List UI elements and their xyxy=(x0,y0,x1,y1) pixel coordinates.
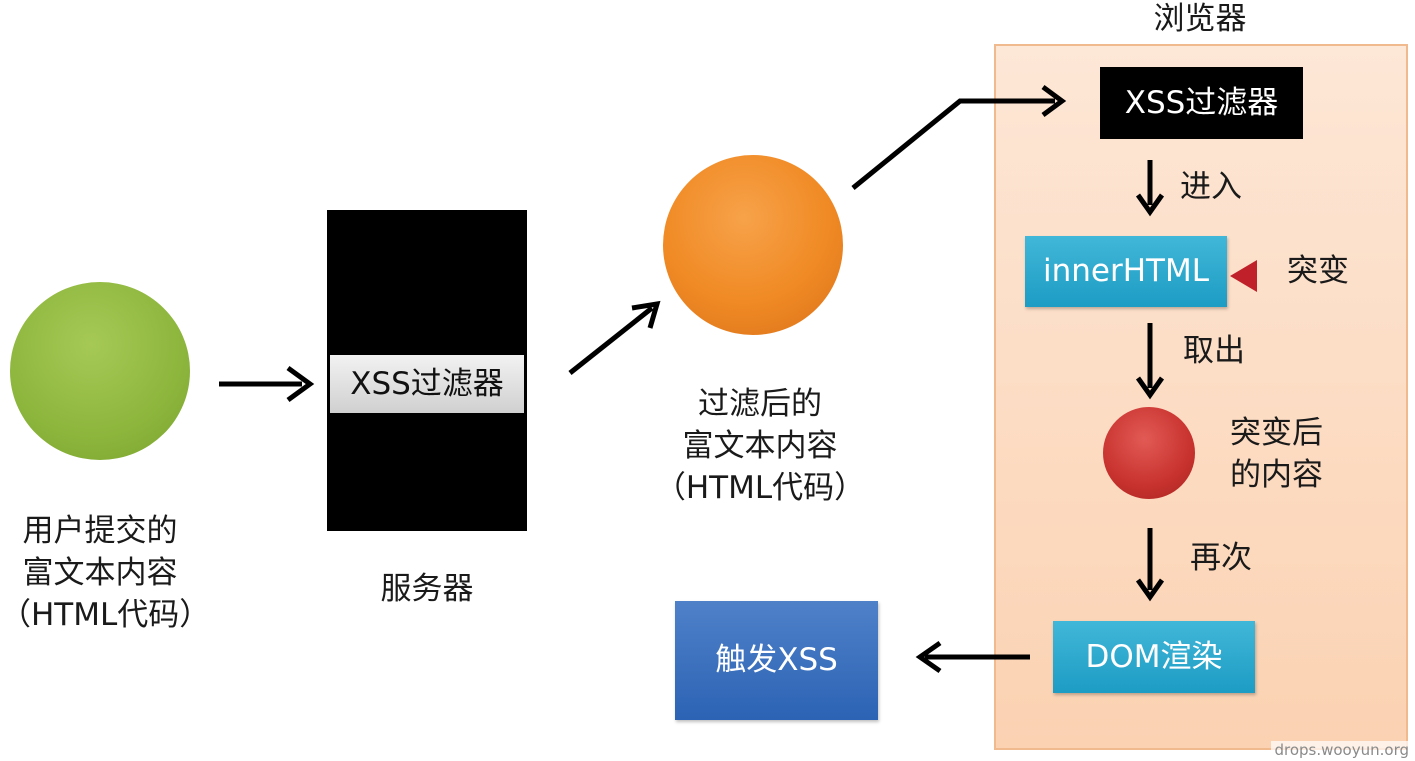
trigger-xss-box: 触发XSS xyxy=(675,601,878,720)
browser-xss-filter: XSS过滤器 xyxy=(1100,67,1303,139)
arrowhead-again xyxy=(1135,578,1165,602)
take-out-label: 取出 xyxy=(1183,333,1245,369)
filtered-line-1: 过滤后的 xyxy=(698,386,822,422)
filtered-content-caption: 过滤后的 富文本内容 （HTML代码） xyxy=(650,383,870,509)
dom-render-box: DOM渲染 xyxy=(1053,621,1255,693)
user-input-circle xyxy=(10,282,190,460)
arrowhead-server-to-filtered xyxy=(631,300,661,329)
filtered-content-circle xyxy=(663,155,843,335)
innerhtml-box: innerHTML xyxy=(1025,236,1227,307)
arrowhead-dom-to-trigger xyxy=(915,640,942,674)
arrow-filtered-to-browser xyxy=(851,98,1055,190)
mutated-content-circle xyxy=(1103,407,1195,499)
mutated-line-2: 的内容 xyxy=(1230,457,1323,493)
arrowhead-enter xyxy=(1135,193,1165,217)
mutated-content-caption: 突变后 的内容 xyxy=(1230,412,1350,496)
browser-title: 浏览器 xyxy=(1153,1,1247,37)
server-xss-filter: XSS过滤器 xyxy=(330,355,524,413)
user-input-line-1: 用户提交的 xyxy=(22,513,178,549)
arrowhead-filtered-to-browser xyxy=(1041,84,1067,118)
user-input-line-3: （HTML代码） xyxy=(0,597,211,633)
server-caption: 服务器 xyxy=(380,571,474,607)
mutation-label: 突变 xyxy=(1287,253,1349,289)
arrowhead-user-to-server xyxy=(286,365,315,403)
user-input-line-2: 富文本内容 xyxy=(22,555,178,591)
watermark: drops.wooyun.org xyxy=(1271,741,1412,759)
mutation-marker-triangle xyxy=(1230,260,1257,292)
enter-label: 进入 xyxy=(1180,169,1242,205)
again-label: 再次 xyxy=(1190,540,1252,576)
filtered-line-3: （HTML代码） xyxy=(654,470,866,506)
user-input-caption: 用户提交的 富文本内容 （HTML代码） xyxy=(0,510,211,636)
mutated-line-1: 突变后 xyxy=(1230,415,1323,451)
filtered-line-2: 富文本内容 xyxy=(682,428,838,464)
arrow-server-to-filtered xyxy=(568,306,654,375)
arrowhead-take-out xyxy=(1135,376,1165,400)
